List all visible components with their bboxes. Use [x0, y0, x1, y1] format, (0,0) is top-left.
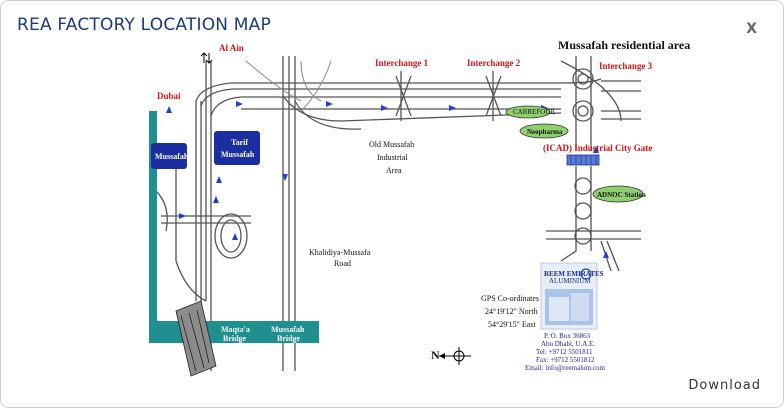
khalidiya-road-label-2: Road [334, 259, 351, 268]
carrefour-label: CARREFOUR [513, 108, 555, 116]
maqta-bridge-label-2: Bridge [223, 334, 247, 343]
interchange-3-label: Interchange 3 [599, 61, 653, 71]
north-label: N [431, 348, 440, 362]
company-name: REEM EMIRATES [544, 270, 604, 278]
icad-gate-label: (ICAD) Industrial City Gate [543, 143, 652, 153]
neopharma-label: Neopharma [527, 128, 563, 136]
email: Email: info@reemalum.com [525, 364, 605, 372]
adnoc-label: ADNOC Station [597, 191, 646, 199]
mussafah-bridge-label-2: Bridge [277, 334, 301, 343]
telephone: Tel: +9712 5501811 [536, 348, 593, 356]
dubai-label: Dubai [157, 91, 181, 101]
company-subtitle: ALUMINIUM [549, 277, 591, 285]
fax: Fax: +9712 5501812 [536, 356, 595, 364]
khalidiya-road-label-1: Khalidiya-Mussafa [309, 248, 371, 257]
direction-arrows [166, 101, 609, 258]
close-button[interactable]: X [746, 21, 757, 37]
old-mussafah-label-3: Area [386, 166, 402, 175]
old-mussafah-label-1: Old Mussafah [369, 140, 414, 149]
mussafah-bridge-label-1: Mussafah [271, 325, 305, 334]
dialog-title: REA FACTORY LOCATION MAP [17, 15, 271, 35]
interchange-2-label: Interchange 2 [467, 58, 521, 68]
residential-area-label: Mussafah residential area [558, 38, 690, 52]
gps-label-1: GPS Co-ordinates [481, 294, 539, 303]
download-button[interactable]: Download [688, 378, 761, 393]
tarif-sign-label-2: Mussafah [221, 150, 255, 159]
mussafah-sign-label: Mussafah [155, 152, 189, 161]
maqta-bridge-graphic [175, 300, 217, 377]
company-card: REEM EMIRATES ALUMINIUM [540, 262, 604, 330]
tarif-sign-label-1: Tarif [231, 138, 248, 147]
company-logo-icon [580, 268, 592, 280]
interchange-1-label: Interchange 1 [375, 58, 429, 68]
maqta-bridge-label-1: Maqta'a [221, 325, 250, 334]
city: Abu Dhabi, U.A.E. [541, 340, 595, 348]
po-box: P. O. Box 36863 [544, 332, 591, 340]
gps-label-2: 24°19'12" North [485, 307, 538, 316]
al-ain-label: Al Ain [219, 43, 244, 53]
old-mussafah-label-2: Industrial [377, 153, 408, 162]
gps-label-3: 54°29'15" East [488, 320, 536, 329]
